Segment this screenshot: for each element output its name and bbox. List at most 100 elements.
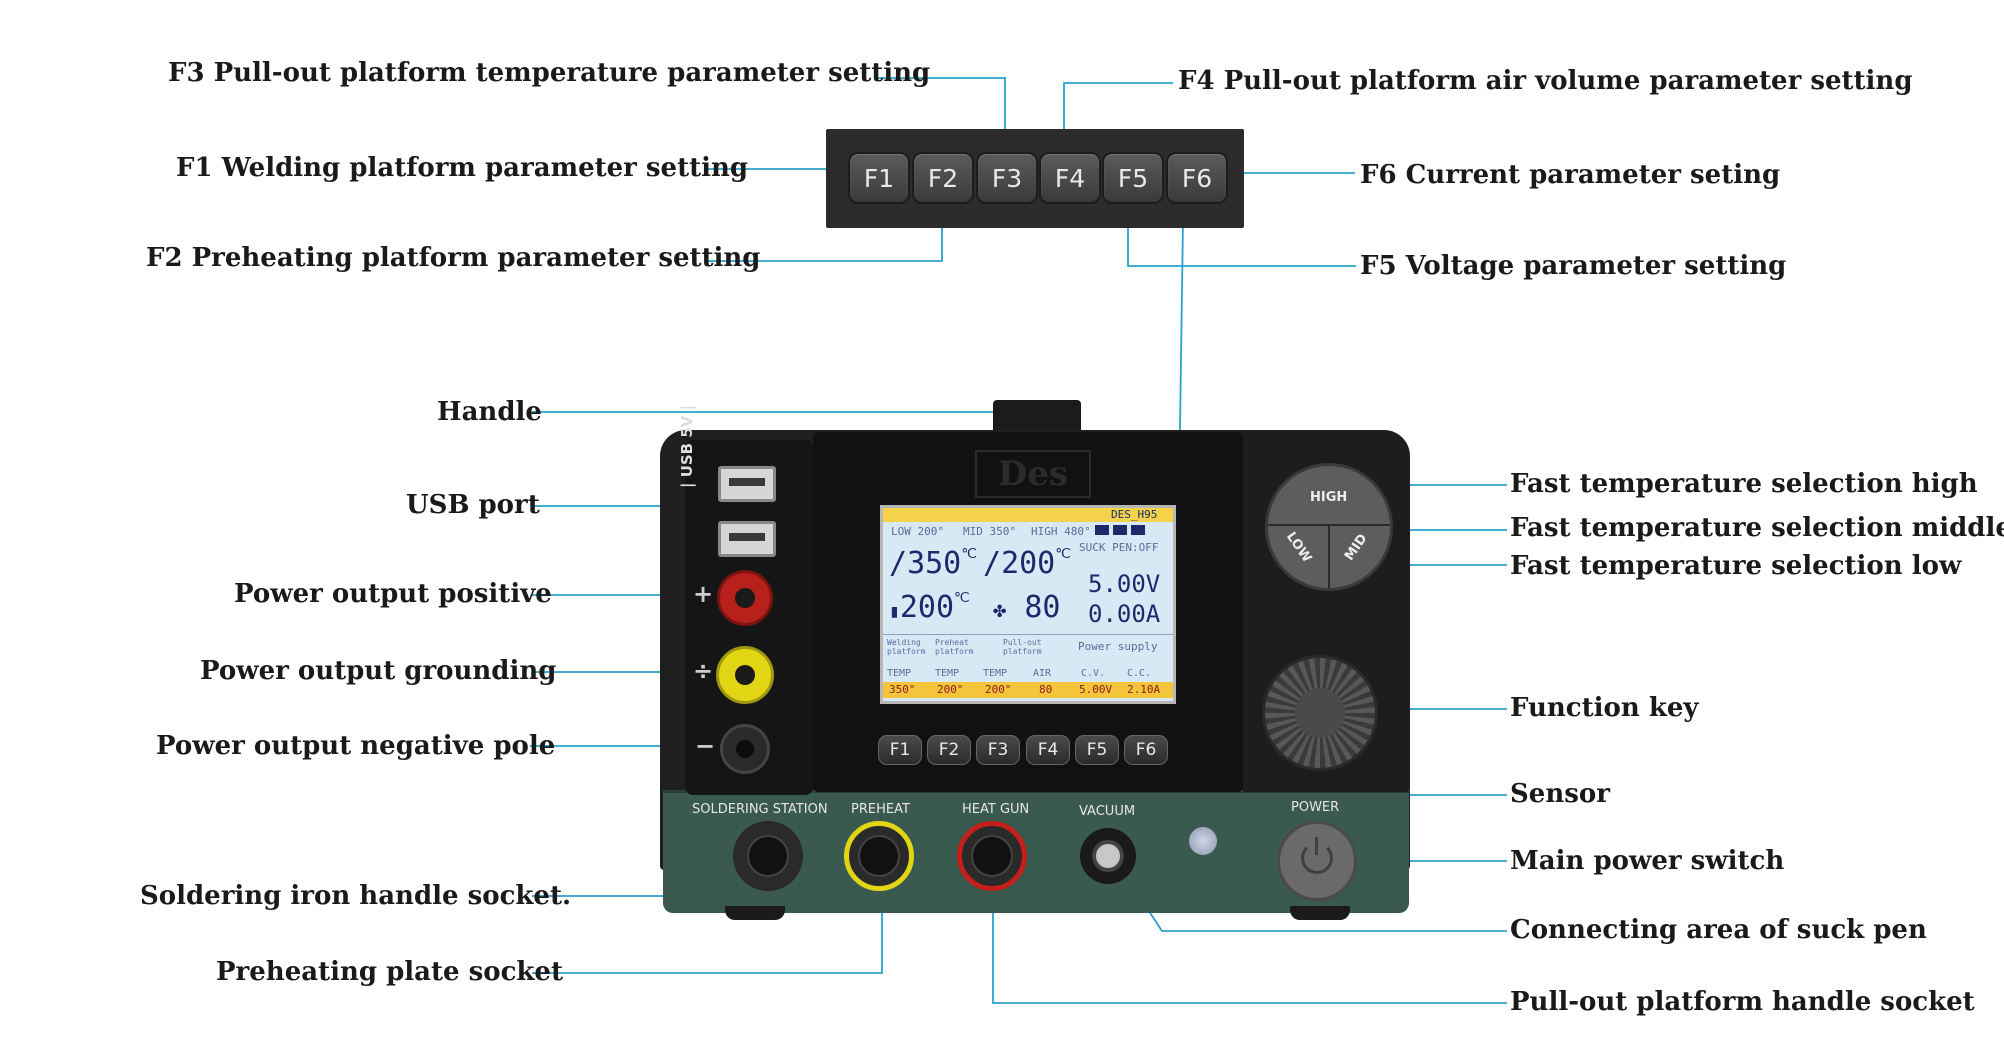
fast-mid-button[interactable]: MID xyxy=(1342,531,1371,563)
lcd-voltage: 5.00V xyxy=(1088,570,1160,598)
label-suck-pen: Connecting area of suck pen xyxy=(1510,915,1927,945)
key-f2[interactable]: F2 xyxy=(912,152,974,204)
fan-icon: ✤ xyxy=(993,598,1006,623)
heat-gun-socket[interactable] xyxy=(957,821,1027,891)
lcd-iron-temp: 350 xyxy=(907,546,961,581)
panel-label-soldering: SOLDERING STATION xyxy=(692,802,828,817)
lcd-iron-unit: ℃ xyxy=(961,546,977,562)
label-preheating-socket: Preheating plate socket xyxy=(216,957,563,987)
dial-divider xyxy=(1328,524,1330,588)
main-power-switch[interactable] xyxy=(1277,821,1357,901)
preheat-icon: / xyxy=(983,546,1001,581)
fast-temp-dial: HIGH LOW MID xyxy=(1265,463,1393,591)
lcd-gun-unit: ℃ xyxy=(954,590,970,606)
label-f4: F4 Pull-out platform air volume paramete… xyxy=(1178,66,1913,96)
label-fast-low: Fast temperature selection low xyxy=(1510,551,1961,581)
label-usb-port: USB port xyxy=(406,490,540,520)
heat-gun-icon: ▮ xyxy=(889,601,900,622)
iron-icon: / xyxy=(889,546,907,581)
lcd-val-0: 350° xyxy=(889,683,916,696)
label-power-positive: Power output positive xyxy=(234,579,552,609)
vacuum-port[interactable] xyxy=(1080,828,1136,884)
lcd-cat-power: Power supply xyxy=(1078,640,1157,653)
key-f5[interactable]: F5 xyxy=(1102,152,1164,204)
panel-label-heat-gun: HEAT GUN xyxy=(962,802,1029,817)
ground-sign: ÷ xyxy=(693,657,713,685)
label-power-grounding: Power output grounding xyxy=(200,656,556,686)
lcd-hdr-5: C.C. xyxy=(1127,668,1151,679)
device-key-f6[interactable]: F6 xyxy=(1124,735,1168,765)
label-fast-middle: Fast temperature selection middle xyxy=(1510,513,2004,543)
key-strip-inset: F1 F2 F3 F4 F5 F6 xyxy=(826,129,1244,228)
lcd-preheat-unit: ℃ xyxy=(1055,546,1071,562)
lcd-preheat-temp: 200 xyxy=(1001,546,1055,581)
device-key-f3[interactable]: F3 xyxy=(976,735,1020,765)
lcd-display: DES_H95 LOW 200° MID 350° HIGH 480° SUCK… xyxy=(880,505,1176,704)
fast-high-button[interactable]: HIGH xyxy=(1268,466,1390,526)
key-f6[interactable]: F6 xyxy=(1166,152,1228,204)
soldering-socket[interactable] xyxy=(733,821,803,891)
lcd-cat-pullout: Pull-out platform xyxy=(1003,638,1053,656)
lcd-air: 80 xyxy=(1024,590,1060,625)
lcd-val-4: 5.00V xyxy=(1079,683,1112,696)
label-f6: F6 Current parameter seting xyxy=(1360,160,1780,190)
panel-label-power: POWER xyxy=(1291,800,1339,815)
minus-sign: − xyxy=(695,732,715,760)
label-fast-high: Fast temperature selection high xyxy=(1510,469,1978,499)
lcd-hdr-2: TEMP xyxy=(983,668,1007,679)
lcd-low: LOW 200° xyxy=(891,525,944,538)
device-key-f4[interactable]: F4 xyxy=(1026,735,1070,765)
key-f3[interactable]: F3 xyxy=(976,152,1038,204)
lcd-val-2: 200° xyxy=(985,683,1012,696)
key-f4[interactable]: F4 xyxy=(1039,152,1101,204)
panel-label-preheat: PREHEAT xyxy=(851,802,910,817)
device-key-f2[interactable]: F2 xyxy=(927,735,971,765)
lcd-preheat-row: /200℃ xyxy=(983,546,1071,581)
fast-low-button[interactable]: LOW xyxy=(1283,530,1314,566)
lcd-hdr-1: TEMP xyxy=(935,668,959,679)
usb-port-bottom[interactable] xyxy=(718,521,776,557)
lcd-hdr-3: AIR xyxy=(1033,668,1051,679)
label-sensor: Sensor xyxy=(1510,779,1610,809)
lcd-cat-welding: Welding platform xyxy=(887,638,927,656)
label-f2: F2 Preheating platform parameter setting xyxy=(146,243,761,273)
device-handle[interactable] xyxy=(993,400,1081,434)
label-function-key: Function key xyxy=(1510,693,1699,723)
label-f5: F5 Voltage parameter setting xyxy=(1360,251,1786,281)
lcd-current: 0.00A xyxy=(1088,600,1160,628)
brand-logo: Des xyxy=(975,450,1091,498)
usb-5v-label: | USB 5V | xyxy=(678,405,696,488)
plus-sign: + xyxy=(693,580,713,608)
preheat-socket[interactable] xyxy=(844,821,914,891)
function-knob[interactable] xyxy=(1262,655,1378,771)
lcd-cat-preheat: Preheat platform xyxy=(935,638,975,656)
lcd-gun-row: ▮200℃ xyxy=(889,590,970,625)
label-soldering-socket: Soldering iron handle socket. xyxy=(140,881,571,911)
label-pullout-socket: Pull-out platform handle socket xyxy=(1510,987,1975,1017)
device-foot-left xyxy=(725,906,785,920)
key-f1[interactable]: F1 xyxy=(848,152,910,204)
ground-jack[interactable] xyxy=(716,646,774,704)
negative-jack[interactable] xyxy=(720,724,770,774)
lcd-hdr-4: C.V. xyxy=(1081,668,1105,679)
lcd-status-icons xyxy=(1095,525,1165,537)
fast-high-label: HIGH xyxy=(1310,490,1347,505)
device-foot-right xyxy=(1290,906,1350,920)
panel-label-vacuum: VACUUM xyxy=(1079,804,1135,819)
label-f1: F1 Welding platform parameter setting xyxy=(176,153,748,183)
sensor xyxy=(1189,827,1217,855)
device-key-f1[interactable]: F1 xyxy=(878,735,922,765)
positive-jack[interactable] xyxy=(717,570,773,626)
lcd-val-3: 80 xyxy=(1039,683,1052,696)
lcd-iron-row: /350℃ xyxy=(889,546,977,581)
lcd-mid: MID 350° xyxy=(963,525,1016,538)
lcd-model: DES_H95 xyxy=(1111,508,1157,521)
lcd-gun-temp: 200 xyxy=(900,590,954,625)
lcd-divider xyxy=(883,634,1173,635)
lcd-val-5: 2.10A xyxy=(1127,683,1160,696)
label-power-negative: Power output negative pole xyxy=(156,731,555,761)
label-handle: Handle xyxy=(437,397,542,427)
device-key-f5[interactable]: F5 xyxy=(1075,735,1119,765)
lcd-val-1: 200° xyxy=(937,683,964,696)
usb-port-top[interactable] xyxy=(718,466,776,502)
